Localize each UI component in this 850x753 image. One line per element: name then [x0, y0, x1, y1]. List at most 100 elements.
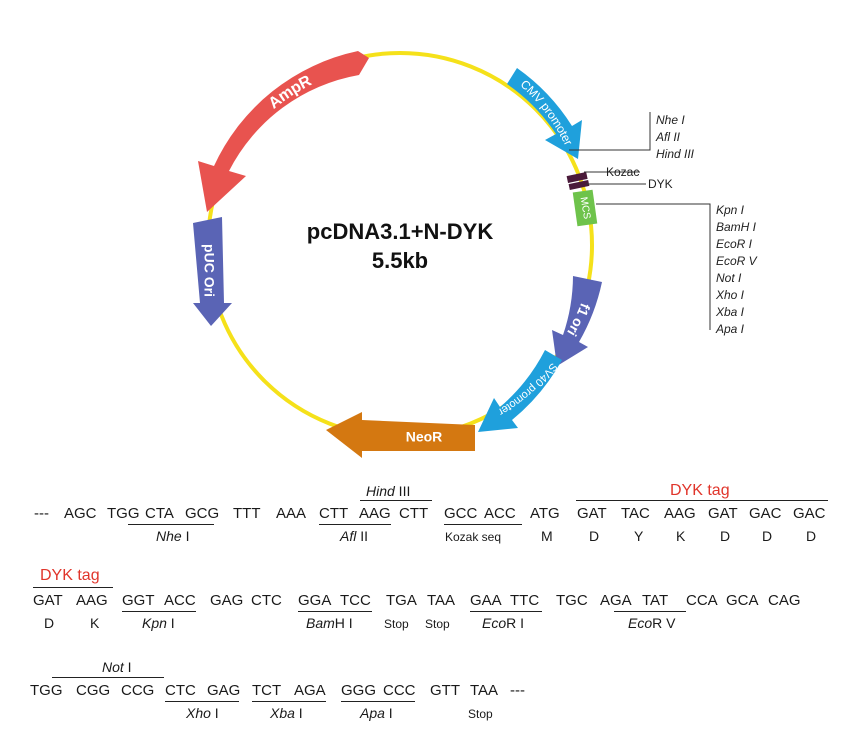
codon: TGC — [556, 592, 588, 609]
hind-iii-overline — [360, 500, 432, 501]
sv40-promoter-arrow — [478, 350, 562, 432]
codon: TAA — [470, 682, 499, 699]
codon: CTT — [319, 505, 349, 522]
codon: GAG — [210, 592, 244, 609]
site-label-kpn-i: Kpn I — [716, 203, 745, 217]
stop-label: Stop — [425, 617, 450, 631]
codon: CGG — [76, 682, 111, 699]
codon: GGT — [122, 592, 155, 609]
not-i-overline — [52, 677, 164, 678]
codon: TCC — [340, 592, 371, 609]
codon: CTT — [399, 505, 429, 522]
site-label-ecor-i: EcoR I — [716, 237, 753, 251]
f1-ori-arrow — [552, 276, 602, 366]
dyk-tag-label-2: DYK tag — [40, 567, 100, 584]
xho-i-label: Xho I — [186, 705, 219, 721]
kozak-seq-label: Kozak seq — [445, 530, 502, 544]
codon: AGA — [600, 592, 632, 609]
kpn-i-underline — [122, 611, 196, 612]
codon: --- — [34, 505, 49, 522]
codon: GAT — [577, 505, 607, 522]
site-leader-lines — [569, 112, 711, 330]
codon: GAC — [749, 505, 782, 522]
ecor-i-label: EcoR I — [482, 615, 525, 631]
apa-i-underline — [341, 701, 415, 702]
codon: GGG — [341, 682, 377, 699]
afl-ii-label: Afl II — [340, 528, 369, 544]
codon: GGA — [298, 592, 332, 609]
codon: TTC — [510, 592, 540, 609]
amino-acid: D — [806, 528, 817, 544]
plasmid-title: pcDNA3.1+N-DYK — [307, 219, 494, 244]
plasmid-size: 5.5kb — [372, 248, 428, 273]
codon: ATG — [530, 505, 560, 522]
xho-i-underline — [165, 701, 239, 702]
codon: TAA — [427, 592, 456, 609]
codon: CTC — [251, 592, 282, 609]
codon: CCG — [121, 682, 155, 699]
codon: ACC — [484, 505, 516, 522]
site-label-apa-i: Apa I — [715, 322, 745, 336]
kozac-bar — [566, 171, 588, 183]
ecor-i-underline — [470, 611, 542, 612]
codon: AAG — [664, 505, 696, 522]
codon: GAC — [793, 505, 826, 522]
codon: TGG — [107, 505, 140, 522]
not-i-label: Not I — [102, 659, 132, 675]
codon: AAG — [359, 505, 391, 522]
dyk-tag-label-1: DYK tag — [670, 482, 730, 499]
puc-ori-label: pUC Ori — [201, 244, 217, 297]
neor-label: NeoR — [406, 429, 443, 445]
hind-iii-label: Hind III — [366, 483, 411, 499]
dyk-tag-overline-1 — [576, 500, 828, 501]
cmv-promoter-arrow — [507, 68, 582, 159]
codon: GAT — [33, 592, 63, 609]
amino-acid: K — [90, 615, 100, 631]
codon: AAG — [76, 592, 108, 609]
apa-i-label: Apa I — [360, 705, 393, 721]
codon: GCG — [185, 505, 220, 522]
xba-i-label: Xba I — [270, 705, 303, 721]
codon: CAG — [768, 592, 801, 609]
bamh-i-underline — [298, 611, 372, 612]
neor-arrow — [326, 412, 475, 458]
codon: ACC — [164, 592, 196, 609]
site-label-afl-ii: Afl II — [655, 130, 681, 144]
amino-acid: D — [589, 528, 600, 544]
codon: TAT — [642, 592, 669, 609]
site-label-xba-i: Xba I — [715, 305, 745, 319]
site-label-xho-i: Xho I — [715, 288, 745, 302]
afl-ii-underline — [319, 524, 391, 525]
nhe-i-underline — [128, 524, 214, 525]
ampr-arrow — [198, 51, 369, 212]
codon: CCC — [383, 682, 416, 699]
xba-i-underline — [252, 701, 326, 702]
bamh-i-label: BamH I — [306, 615, 353, 631]
dyk-tag-overline-2 — [33, 587, 113, 588]
site-label-hind-iii: Hind III — [656, 147, 695, 161]
codon: CCA — [686, 592, 718, 609]
site-label-ecor-v: EcoR V — [716, 254, 758, 268]
ecor-v-label: EcoR V — [628, 615, 676, 631]
amino-acid: D — [720, 528, 731, 544]
codon: CTC — [165, 682, 196, 699]
amino-acid: Y — [634, 528, 644, 544]
codon: TTT — [233, 505, 261, 522]
plasmid-map: AmpR CMV promoter f1 ori SV40 promoter N… — [193, 51, 758, 458]
codon: TCT — [252, 682, 282, 699]
codon: TGA — [386, 592, 417, 609]
puc-ori-arrow — [193, 217, 232, 326]
kozac-label: Kozac — [606, 165, 639, 179]
codon: --- — [510, 682, 525, 699]
codon: AAA — [276, 505, 307, 522]
codon: TGG — [30, 682, 63, 699]
amino-acid: K — [676, 528, 686, 544]
codon: AGA — [294, 682, 326, 699]
dyk-label: DYK — [648, 177, 673, 191]
site-label-not-i: Not I — [716, 271, 742, 285]
mcs-label: MCS — [578, 196, 593, 220]
site-label-bamh-i: BamH I — [716, 220, 757, 234]
amino-acid: D — [762, 528, 773, 544]
amino-acid: M — [541, 528, 553, 544]
codon: GCA — [726, 592, 759, 609]
